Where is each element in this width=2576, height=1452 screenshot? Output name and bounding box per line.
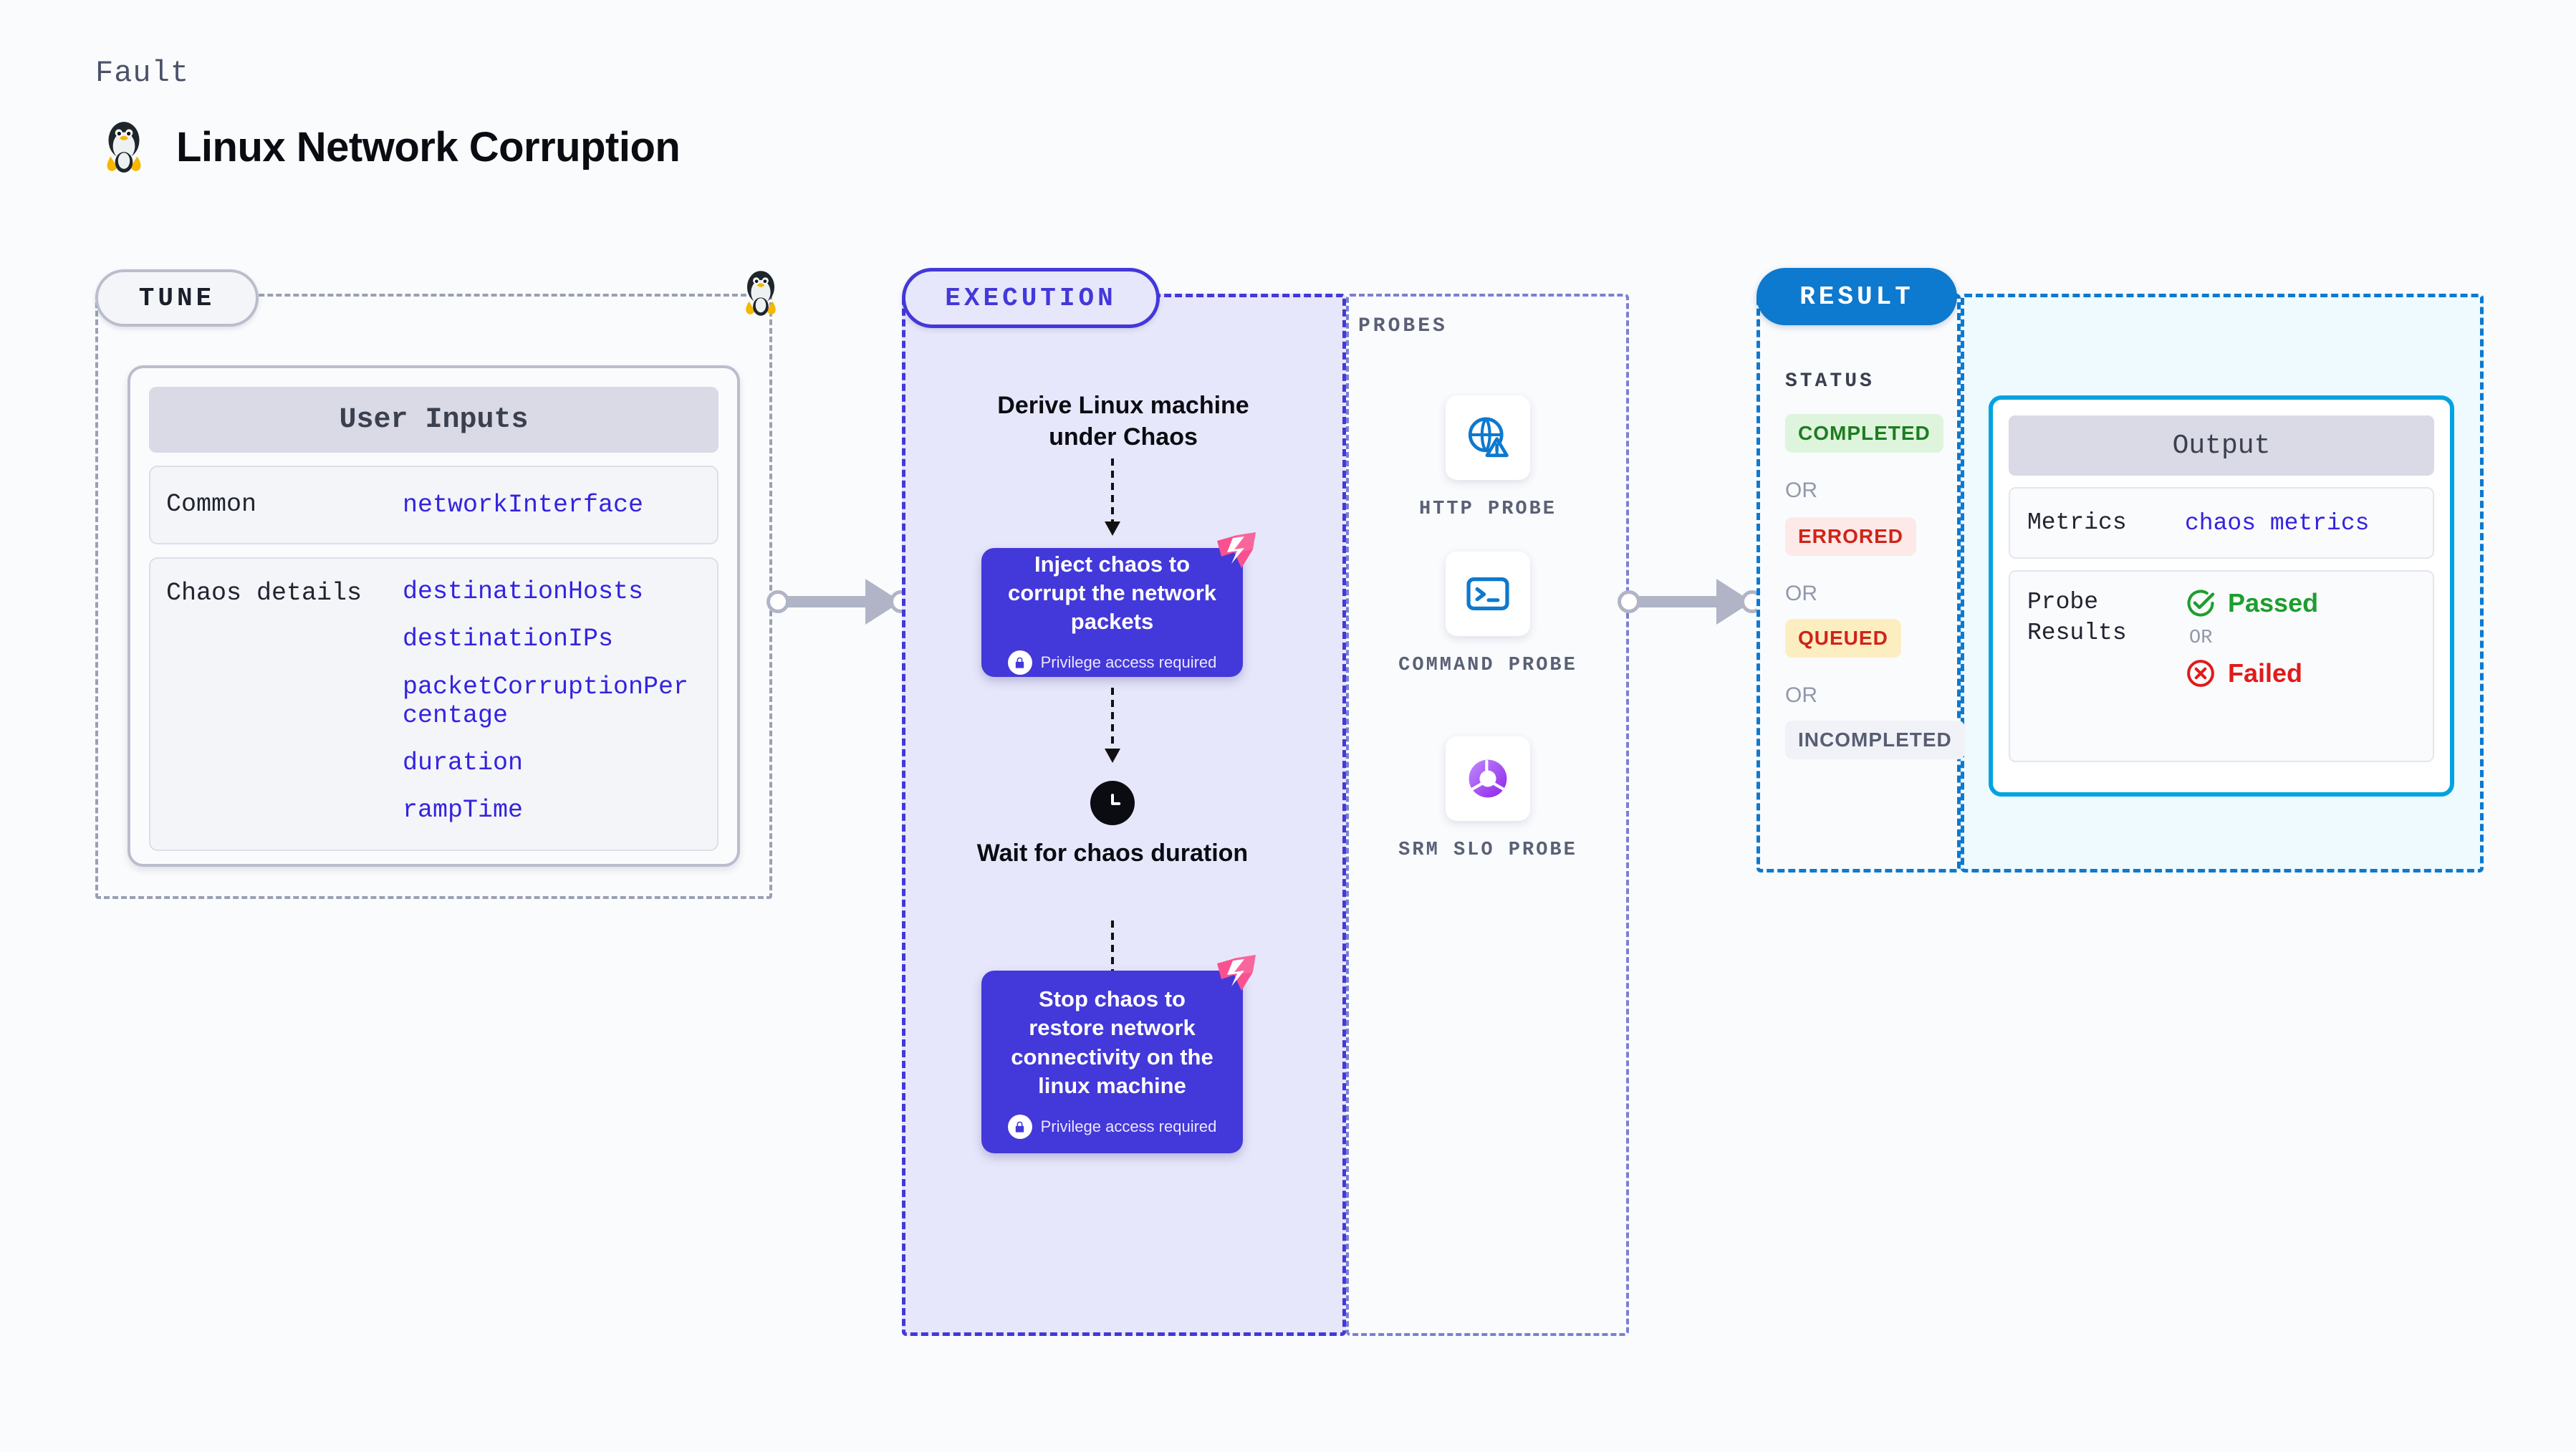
status-badge-queued: QUEUED	[1785, 619, 1901, 658]
input-value[interactable]: duration	[403, 749, 524, 777]
terminal-icon	[1466, 577, 1509, 610]
status-badge-incompleted: INCOMPLETED	[1785, 721, 1965, 759]
probe-result-or: OR	[2189, 628, 2213, 649]
probe-http[interactable]: HTTP PROBE	[1395, 395, 1581, 524]
output-row-probe-results: Probe Results Passed OR Failed	[2009, 570, 2434, 762]
output-card-title: Output	[2009, 415, 2434, 476]
status-or-1: OR	[1785, 479, 1817, 502]
linux-penguin-icon	[107, 122, 141, 173]
flow-arrow-1	[1105, 458, 1120, 536]
connector-probes-to-result	[1618, 579, 1764, 625]
input-row-chaos-details: Chaos details destinationHosts destinati…	[149, 557, 719, 851]
status-badge-errored: ERRORED	[1785, 517, 1917, 556]
execution-step2-label: Wait for chaos duration	[976, 840, 1249, 867]
status-or-2: OR	[1785, 582, 1817, 605]
input-row-values: destinationHosts destinationIPs packetCo…	[403, 577, 701, 825]
probe-tile	[1446, 395, 1530, 480]
lock-icon	[1007, 650, 1032, 675]
node-privilege-row: Privilege access required	[1007, 1115, 1217, 1140]
probe-tile	[1446, 736, 1530, 821]
connector-tune-to-execution	[766, 579, 913, 625]
output-row-metrics: Metrics chaos metrics	[2009, 487, 2434, 559]
output-card: Output Metrics chaos metrics Probe Resul…	[1989, 395, 2454, 797]
probe-result-failed: Failed	[2185, 658, 2318, 689]
input-value[interactable]: destinationHosts	[403, 577, 644, 606]
execution-pill[interactable]: EXECUTION	[902, 268, 1160, 328]
probe-result-passed-label: Passed	[2228, 588, 2319, 617]
node-privilege-text: Privilege access required	[1040, 1117, 1217, 1136]
status-section-label: STATUS	[1785, 370, 1875, 393]
probe-result-list: Passed OR Failed	[2185, 587, 2318, 689]
input-value[interactable]: networkInterface	[403, 490, 644, 519]
status-badge-completed: COMPLETED	[1785, 414, 1943, 453]
output-row-key: Metrics	[2027, 509, 2127, 536]
litmus-chaos-flag-icon	[1217, 955, 1256, 991]
flow-arrow-2	[1105, 688, 1120, 763]
node-privilege-text: Privilege access required	[1040, 653, 1217, 672]
input-value[interactable]: destinationIPs	[403, 625, 614, 654]
linux-penguin-marker-icon	[746, 271, 776, 316]
input-row-common: Common networkInterface	[149, 466, 719, 544]
probe-result-failed-label: Failed	[2228, 658, 2303, 688]
input-value[interactable]: rampTime	[403, 796, 524, 825]
probe-label: COMMAND PROBE	[1398, 655, 1577, 676]
lock-icon	[1007, 1115, 1032, 1140]
probe-result-passed: Passed	[2185, 587, 2318, 619]
execution-node-inject-chaos[interactable]: Inject chaos to corrupt the network pack…	[981, 532, 1256, 677]
input-row-key: Chaos details	[166, 579, 362, 607]
globe-warning-icon	[1468, 417, 1509, 458]
probe-tile	[1446, 552, 1530, 636]
probe-label: HTTP PROBE	[1418, 499, 1557, 520]
node-privilege-row: Privilege access required	[1007, 650, 1217, 675]
clock-icon	[1090, 781, 1135, 825]
status-or-3: OR	[1785, 683, 1817, 707]
page-eyebrow: Fault	[95, 56, 190, 90]
probe-label: SRM SLO PROBE	[1398, 840, 1577, 861]
node-title: Inject chaos to corrupt the network pack…	[1007, 551, 1217, 635]
page-title: Linux Network Corruption	[176, 123, 681, 170]
check-circle-icon	[2187, 590, 2215, 617]
input-row-key: Common	[166, 490, 257, 519]
node-title: Stop chaos to restore network connectivi…	[1011, 986, 1213, 1098]
output-row-key: Probe Results	[2027, 589, 2127, 646]
input-value[interactable]: packetCorruptionPercentage	[403, 672, 689, 730]
probe-srm-slo[interactable]: SRM SLO PROBE	[1395, 736, 1581, 865]
x-circle-icon	[2187, 660, 2214, 687]
output-row-value[interactable]: chaos metrics	[2185, 509, 2370, 537]
execution-node-stop-chaos[interactable]: Stop chaos to restore network connectivi…	[981, 955, 1256, 1153]
user-inputs-card: User Inputs Common networkInterface Chao…	[128, 365, 740, 867]
probe-command[interactable]: COMMAND PROBE	[1395, 552, 1581, 680]
result-pill[interactable]: RESULT	[1756, 268, 1957, 325]
execution-step1-label: Derive Linux machine under Chaos	[997, 392, 1249, 451]
litmus-chaos-flag-icon	[1217, 532, 1256, 568]
tune-pill[interactable]: TUNE	[95, 269, 259, 327]
slo-donut-check-icon	[1469, 759, 1507, 798]
input-row-values: networkInterface	[403, 491, 643, 519]
probes-section-label: PROBES	[1358, 315, 1448, 337]
user-inputs-title: User Inputs	[149, 387, 719, 453]
page-title-row: Linux Network Corruption	[100, 118, 681, 176]
